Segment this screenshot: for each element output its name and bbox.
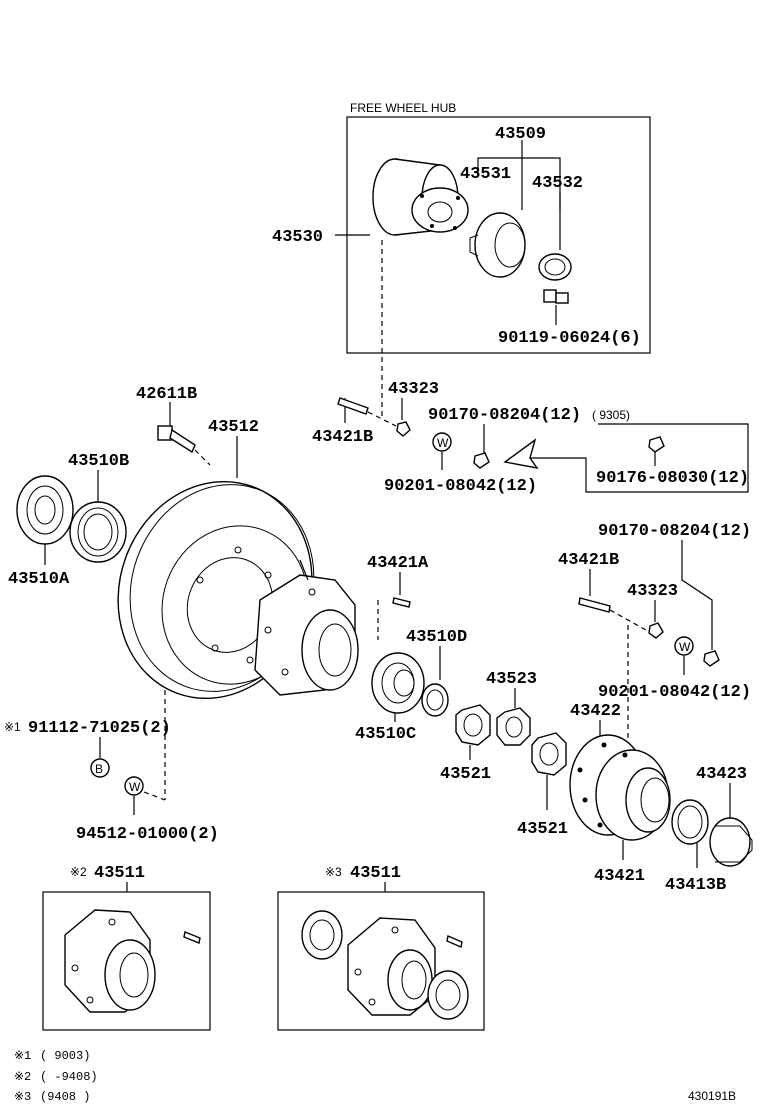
label-90170-b: 90170-08204(12) [598, 522, 751, 541]
axle-hub-variant-3 [301, 910, 469, 1020]
nut-43521-b [531, 732, 567, 776]
label-43510C: 43510C [355, 725, 416, 744]
hub-cap-43423 [709, 817, 753, 867]
label-43510D: 43510D [406, 628, 467, 647]
axle-hub-43511 [254, 574, 359, 696]
snap-ring-43532 [538, 253, 572, 281]
nut-90176 [648, 436, 665, 453]
washer-43510D [421, 683, 449, 717]
label-43511-a: 43511 [94, 864, 145, 883]
label-43423: 43423 [696, 765, 747, 784]
label-94512: 94512-01000(2) [76, 825, 219, 844]
nut-43323-b [648, 622, 664, 639]
free-wheel-hub-body [372, 158, 469, 236]
label-43421B-b: 43421B [558, 551, 619, 570]
label-90119: 90119-06024(6) [498, 329, 641, 348]
bearing-43510B [69, 501, 127, 563]
inner-gear-43531 [469, 212, 526, 278]
axle-hub-variant-2 [64, 909, 201, 1013]
nut-43521-a [455, 704, 491, 746]
label-90170-a: 90170-08204(12) [428, 406, 581, 425]
note-mark-3: ※3 [325, 865, 342, 879]
label-43413B: 43413B [665, 876, 726, 895]
label-43521-b: 43521 [517, 820, 568, 839]
label-43323-b: 43323 [627, 582, 678, 601]
label-90201-a: 90201-08042(12) [384, 477, 537, 496]
footnote-mark-2: ※2 [14, 1070, 31, 1084]
variant-box-2 [42, 891, 211, 1031]
label-90201-b: 90201-08042(12) [598, 683, 751, 702]
variant-box-3 [277, 891, 485, 1031]
badge-w2: W [679, 640, 691, 654]
flange-43421 [569, 734, 671, 841]
note-mark-1: ※1 [4, 720, 21, 734]
nut-90170-b [703, 650, 720, 667]
hub-bolt-42611B [157, 425, 196, 454]
snap-ring-43413B [671, 799, 709, 845]
label-91112: 91112-71025(2) [28, 719, 171, 738]
label-43510B: 43510B [68, 452, 129, 471]
label-43323-a: 43323 [388, 380, 439, 399]
pin-43421A [392, 597, 411, 608]
label-90176: 90176-08030(12) [596, 469, 749, 488]
stud-43421B-a [337, 397, 369, 415]
washer-badge-w2 [674, 636, 694, 656]
footnote-text-3: (9408 ) [40, 1090, 90, 1104]
alternative-arrow [503, 423, 749, 493]
stud-43421B-b [578, 597, 611, 613]
washer-badge-w1 [432, 432, 452, 452]
label-43511-b: 43511 [350, 864, 401, 883]
free-wheel-hub-title: FREE WHEEL HUB [350, 101, 456, 115]
footnote-mark-1: ※1 [14, 1049, 31, 1063]
bearing-43510C [371, 652, 425, 714]
label-43421B-a: 43421B [312, 428, 373, 447]
footnote-text-2: ( -9408) [40, 1070, 98, 1084]
badge-w3: W [129, 780, 141, 794]
label-43531: 43531 [460, 165, 511, 184]
badge-b: B [95, 762, 103, 776]
note-mark-2: ※2 [70, 865, 87, 879]
bolt-90119 [543, 289, 569, 325]
label-43521-a: 43521 [440, 765, 491, 784]
label-43421: 43421 [594, 867, 645, 886]
label-43422: 43422 [570, 702, 621, 721]
label-43532: 43532 [532, 174, 583, 193]
label-43510A: 43510A [8, 570, 70, 589]
footnote-text-1: ( 9003) [40, 1049, 90, 1063]
label-43523: 43523 [486, 670, 537, 689]
nut-43323-a [396, 421, 411, 437]
badge-w1: W [437, 436, 449, 450]
label-43421A: 43421A [367, 554, 429, 573]
oil-seal-43510A [16, 475, 74, 545]
label-43530: 43530 [272, 228, 323, 247]
range-90170-a: ( 9305) [592, 408, 630, 422]
label-43512: 43512 [208, 418, 259, 437]
nut-90170-a [473, 452, 490, 469]
leader-43509 [477, 157, 561, 210]
label-43509: 43509 [495, 125, 546, 144]
catalog-code: 430191B [688, 1089, 736, 1103]
bolt-badge-b [90, 758, 110, 778]
footnote-mark-3: ※3 [14, 1090, 31, 1104]
label-42611B: 42611B [136, 385, 197, 404]
lock-washer-43523 [496, 707, 531, 746]
washer-badge-w3 [124, 776, 144, 796]
